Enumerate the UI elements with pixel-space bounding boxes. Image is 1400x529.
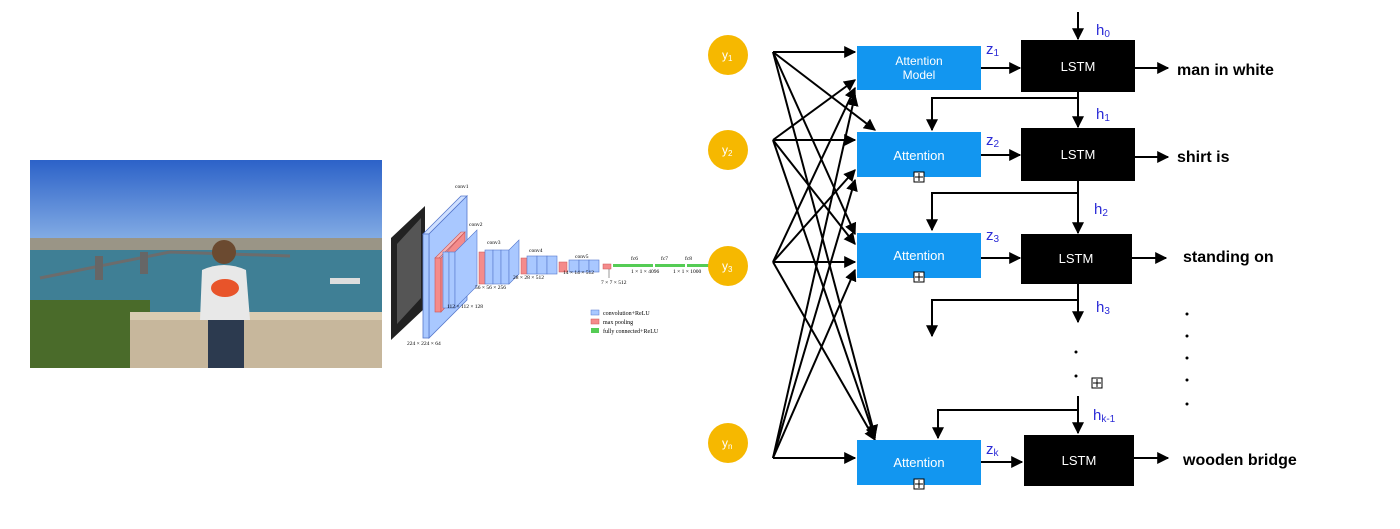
vgg-layer-label: conv3: [487, 240, 501, 246]
input-label: y1: [722, 48, 733, 63]
vgg-dim-label: 112 × 112 × 128: [447, 304, 483, 310]
z-label: z2: [986, 132, 1000, 150]
h-label: h3: [1096, 299, 1110, 317]
vgg-dim-label: 224 × 224 × 64: [407, 341, 441, 347]
output-caption: wooden bridge: [1182, 452, 1297, 469]
lstm-box: [1021, 128, 1135, 181]
h-label: h2: [1094, 201, 1108, 219]
lstm-label: LSTM: [1061, 59, 1096, 74]
vgg-layer-label: conv1: [455, 184, 469, 190]
attention-model-box: [857, 46, 981, 90]
vgg-layer-label: conv2: [469, 222, 483, 228]
continuation-dots: [1074, 312, 1189, 406]
vgg-network: conv1 conv2 conv3 conv4 conv5 fc6 fc7 fc…: [385, 178, 715, 348]
fc8-block: [687, 264, 711, 267]
legend-label: convolution+ReLU: [603, 311, 650, 317]
pool5-block: [602, 263, 612, 270]
attention-box: [857, 233, 981, 278]
output-arrows: [1132, 62, 1170, 464]
hidden-state-arrows: [926, 12, 1084, 440]
lstm-box: [1024, 435, 1134, 486]
vgg-layer-label: conv5: [575, 254, 589, 260]
vgg-layer-label: fc6: [631, 255, 638, 262]
attention-label: Attention: [893, 455, 944, 470]
z-label: zk: [986, 441, 1000, 459]
lstm-label: LSTM: [1062, 453, 1097, 468]
vgg-layer-label: fc7: [661, 255, 668, 262]
input-label: y2: [722, 143, 733, 158]
fc6-block: [613, 264, 653, 267]
legend-swatch-pool: [590, 318, 600, 325]
legend-label: fully connected+ReLU: [603, 328, 659, 335]
input-photo: [30, 160, 382, 368]
attention-box: [857, 132, 981, 177]
h-label: hk-1: [1093, 407, 1116, 425]
h-label: h0: [1096, 22, 1110, 40]
lstm-label: LSTM: [1061, 147, 1096, 162]
vgg-dim-label: 7 × 7 × 512: [601, 280, 627, 286]
vgg-dim-label: 28 × 28 × 512: [513, 275, 544, 281]
output-caption: shirt is: [1177, 149, 1230, 166]
input-node: [708, 130, 748, 170]
fc7-block: [655, 264, 685, 267]
vgg-layer-label: fc8: [685, 255, 692, 262]
output-caption: man in white: [1177, 62, 1274, 79]
input-connections: [772, 46, 879, 464]
context-arrows: [981, 62, 1024, 468]
vgg-dim-label: 1 × 1 × 4096: [631, 269, 659, 275]
input-label: yn: [722, 436, 732, 451]
lstm-box: [1021, 40, 1135, 92]
vgg-dim-label: 1 × 1 × 1000: [673, 269, 701, 275]
attention-box: [857, 440, 981, 485]
attention-label: Attention: [893, 148, 944, 163]
vgg-dim-label: 14 × 14 × 512: [563, 270, 594, 276]
input-node: [708, 423, 748, 463]
vgg-dim-label: 56 × 56 × 256: [475, 285, 506, 291]
input-label: y3: [722, 259, 733, 274]
legend-swatch-conv: [590, 309, 600, 316]
z-label: z3: [986, 227, 1000, 245]
attention-label: Attention: [893, 248, 944, 263]
output-caption: standing on: [1183, 249, 1274, 266]
legend-swatch-fc: [591, 328, 599, 333]
input-node: [708, 246, 748, 286]
vgg-layer-label: conv4: [529, 248, 543, 254]
lstm-label: LSTM: [1059, 251, 1094, 266]
z-label: z1: [986, 41, 1000, 59]
lstm-box: [1021, 234, 1132, 284]
h-label: h1: [1096, 106, 1110, 124]
legend-label: max pooling: [603, 320, 633, 326]
input-node: [708, 35, 748, 75]
